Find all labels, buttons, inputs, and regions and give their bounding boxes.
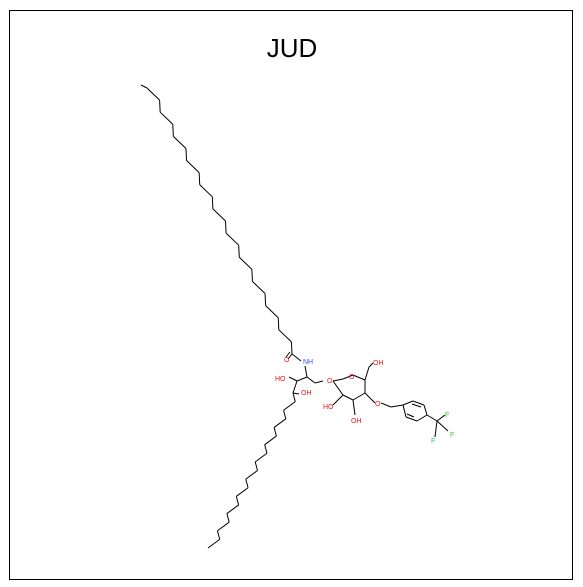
cf3-bond bbox=[426, 414, 438, 422]
sugar-ring-bond-2 bbox=[352, 374, 366, 381]
c4-hydroxyl-label: OH bbox=[301, 390, 312, 397]
acyl-chain-bond-6 bbox=[251, 269, 253, 282]
sphingoid-chain-bond-5 bbox=[264, 435, 277, 446]
acyl-chain-bond-21 bbox=[146, 87, 160, 101]
molecule-structure: NH O HO OH O O OH HO OH O F F F bbox=[140, 84, 454, 549]
acyl-chain-bond-11 bbox=[212, 208, 226, 222]
sugar-ring-bond-6 bbox=[332, 380, 344, 396]
sphingoid-chain-bond-10 bbox=[245, 478, 249, 488]
amide-carbonyl-bond bbox=[287, 353, 293, 360]
acyl-chain-bond-16 bbox=[185, 148, 188, 161]
backbone-c1-bond-0 bbox=[304, 365, 308, 378]
backbone-c3-bond-0 bbox=[296, 376, 308, 382]
phenyl-ring-bond-4 bbox=[405, 416, 418, 422]
phenyl-ring-bond-1 bbox=[412, 400, 425, 406]
acyl-chain-bond-2 bbox=[277, 317, 280, 330]
sphingoid-chain-bond-13 bbox=[226, 504, 239, 514]
acyl-chain-bond-12 bbox=[211, 196, 214, 209]
acyl-chain-bond-5 bbox=[252, 281, 266, 294]
sphingoid-chain-bond-16 bbox=[216, 530, 221, 540]
acyl-chain-bond-13 bbox=[199, 184, 213, 198]
cf-bond-2 bbox=[436, 420, 449, 432]
sphingoid-chain-bond-8 bbox=[254, 461, 258, 471]
acyl-chain-bond-1 bbox=[278, 329, 292, 343]
backbone-c4-bond-0 bbox=[292, 380, 298, 394]
sphingoid-chain-bond-0 bbox=[292, 392, 296, 402]
acyl-chain-bond-4 bbox=[264, 293, 267, 306]
acyl-chain-bond-19 bbox=[159, 111, 174, 125]
acyl-chain-bond-10 bbox=[225, 220, 227, 234]
acyl-chain-bond-9 bbox=[225, 232, 240, 246]
c6-oh-bond bbox=[368, 362, 374, 368]
fluorine-label-2: F bbox=[450, 432, 454, 439]
amide-o-label: O bbox=[284, 357, 290, 364]
fluorine-label-3: F bbox=[431, 438, 435, 445]
sphingoid-chain-bond-15 bbox=[217, 521, 230, 532]
amide-carbonyl-bond-2 bbox=[285, 351, 291, 358]
c6-hydroxyl-label: OH bbox=[373, 360, 384, 367]
acyl-chain-bond-8 bbox=[238, 245, 240, 258]
phenyl-double-bond-1 bbox=[411, 403, 422, 408]
acyl-chain-bond-22 bbox=[140, 84, 148, 89]
phenyl-ring-bond-0 bbox=[402, 400, 414, 406]
sphingoid-chain-bond-7 bbox=[254, 452, 268, 463]
sugar-ring-bond-1 bbox=[342, 374, 354, 380]
sphingoid-chain-bond-14 bbox=[226, 513, 230, 523]
c2-oh-bond bbox=[332, 394, 344, 406]
acyl-chain-bond-15 bbox=[186, 160, 200, 173]
phenyl-ring-bond-2 bbox=[423, 404, 428, 416]
backbone-c3-bond-1 bbox=[288, 376, 298, 382]
sphingoid-chain-bond-1 bbox=[283, 401, 296, 411]
amide-cn-bond bbox=[291, 353, 302, 362]
phenyl-double-bond-2 bbox=[406, 413, 415, 418]
atom-labels: NH O HO OH O O OH HO OH O F F F bbox=[275, 357, 454, 445]
molecule-title: JUD bbox=[266, 33, 318, 63]
nh-label: NH bbox=[303, 359, 313, 366]
acyl-chain-bond-0 bbox=[290, 341, 293, 355]
benzyl-ether-o-label: O bbox=[375, 401, 381, 408]
c4-o-bond bbox=[364, 392, 376, 404]
phenyl-ring-bond-5 bbox=[402, 404, 407, 418]
structure-frame: JUD NH O HO OH O O OH HO OH O F F F bbox=[9, 10, 573, 580]
sphingoid-chain-bond-3 bbox=[273, 418, 287, 428]
cf-bond-3 bbox=[434, 420, 438, 438]
c3-hydroxyl-label: HO bbox=[275, 376, 286, 383]
acyl-chain-bond-14 bbox=[198, 172, 201, 185]
c6-bond bbox=[364, 366, 370, 381]
acyl-chain-bond-7 bbox=[238, 256, 253, 270]
sugar-ring-bond-5 bbox=[342, 394, 354, 401]
ring-o-label: O bbox=[349, 374, 355, 381]
backbone-c1-bond-1 bbox=[306, 376, 316, 384]
backbone-c4-bond-1 bbox=[292, 392, 300, 395]
sphingoid-chain-bond-9 bbox=[245, 470, 258, 480]
bonds bbox=[140, 84, 449, 549]
phenyl-ring-bond-3 bbox=[416, 414, 428, 422]
sugar-ring-bond-0 bbox=[332, 378, 344, 382]
cf-bond-1 bbox=[436, 414, 446, 422]
c2-sugar-hydroxyl-label: HO bbox=[323, 404, 334, 411]
sphingoid-chain-bond-4 bbox=[273, 427, 277, 437]
c3-oh-bond bbox=[352, 399, 356, 416]
glycosidic-o-label: O bbox=[327, 378, 333, 385]
sphingoid-chain-bond-6 bbox=[264, 444, 268, 454]
acyl-chain-bond-17 bbox=[173, 136, 187, 149]
c3-sugar-hydroxyl-label: OH bbox=[351, 418, 362, 425]
sphingoid-chain-bond-2 bbox=[283, 410, 287, 419]
backbone-c1-bond-2 bbox=[314, 380, 324, 384]
benzyl-bond-1 bbox=[390, 404, 404, 408]
fluorine-label-1: F bbox=[445, 412, 449, 419]
sphingoid-chain-bond-12 bbox=[235, 496, 240, 506]
acyl-chain-bond-20 bbox=[159, 100, 161, 113]
acyl-chain-bond-18 bbox=[172, 124, 174, 137]
benzyl-bond-0 bbox=[380, 402, 392, 408]
sphingoid-chain-bond-17 bbox=[207, 538, 221, 549]
sugar-ring-bond-4 bbox=[352, 392, 366, 401]
acyl-chain-bond-3 bbox=[265, 305, 279, 319]
sphingoid-chain-bond-11 bbox=[236, 487, 249, 497]
